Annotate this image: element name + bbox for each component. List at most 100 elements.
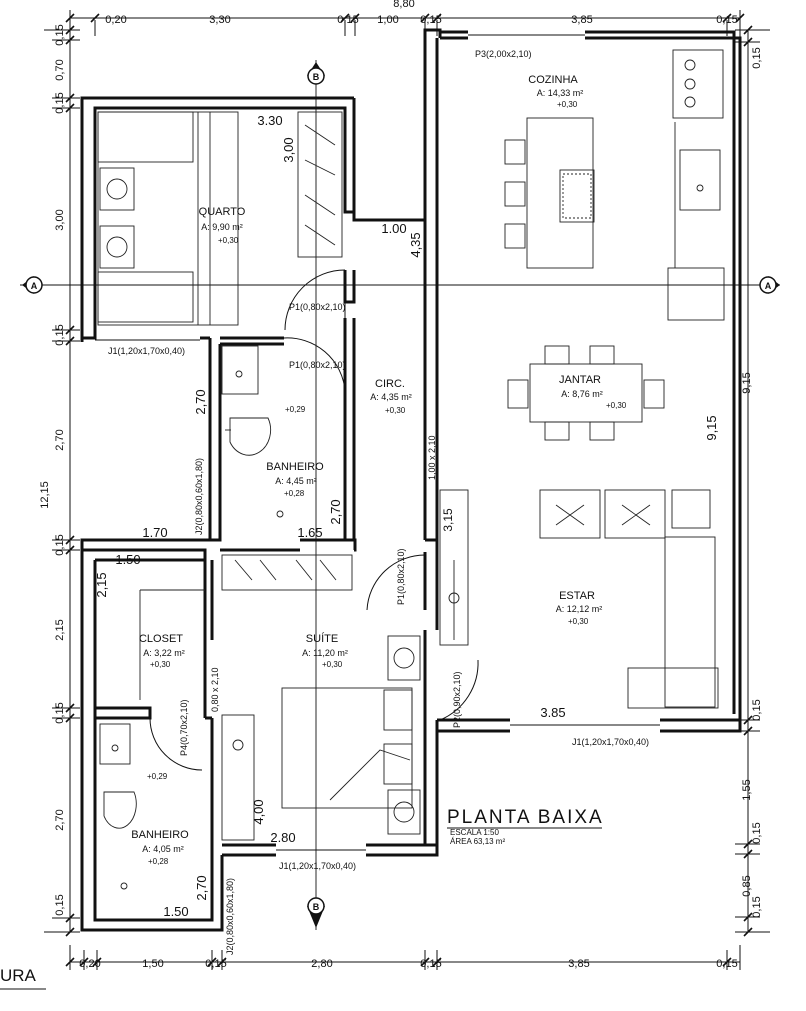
right-dim-4: 1,55 <box>741 779 753 800</box>
left-dim-10: 2,70 <box>54 809 66 830</box>
room-level-banheiro-2: +0,28 <box>148 857 169 866</box>
room-name-closet: CLOSET <box>139 633 183 645</box>
room-level-closet: +0,30 <box>150 660 171 669</box>
marker-b-bottom-label: B <box>313 902 320 912</box>
room-area-closet: A: 3,22 m² <box>143 648 185 658</box>
door-tag-p4: P4(0,70x2,10) <box>179 699 189 756</box>
door-tag-p2: P2(0,90x2,10) <box>452 671 462 728</box>
ban1-height2-dim: 2,70 <box>328 499 343 524</box>
window-tag-j1-estar: J1(1,20x1,70x0,40) <box>572 737 649 747</box>
door-tag-p1-suite: P1(0,80x2,10) <box>396 548 406 605</box>
closet-width-dim: 1.50 <box>115 552 140 567</box>
right-dim-3: 0,15 <box>751 699 763 720</box>
door-tag-p3: P3(2,00x2,10) <box>475 49 532 59</box>
bottom-dim-7: 0,15 <box>716 958 737 970</box>
ban2-height-dim: 2,70 <box>194 875 209 900</box>
room-area-jantar: A: 8,76 m² <box>561 389 603 399</box>
bottom-dim-2: 1,50 <box>142 958 163 970</box>
room-name-quarto: QUARTO <box>199 206 246 218</box>
room-level-jantar: +0,30 <box>606 401 627 410</box>
bottom-dim-5: 0,15 <box>420 958 441 970</box>
corner-title-fragment: URA <box>0 966 37 985</box>
window-tag-j2-ban1: J2(0,80x0,60x1,80) <box>194 458 204 535</box>
room-level-circ: +0,30 <box>385 406 406 415</box>
overall-width-dim: 8,80 <box>393 0 414 10</box>
suite-width-dim: 2.80 <box>270 830 295 845</box>
bottom-dim-1: 0,20 <box>79 958 100 970</box>
room-area-suite: A: 11,20 m² <box>302 648 348 658</box>
left-dim-11: 0,15 <box>54 894 66 915</box>
marker-a-left-label: A <box>31 281 38 291</box>
door-tag-p1-quarto: P1(0,80x2,10) <box>289 302 346 312</box>
drawing-area: ÁREA 63,13 m² <box>450 837 505 846</box>
window-tag-j1-quarto: J1(1,20x1,70x0,40) <box>108 346 185 356</box>
left-dim-4: 3,00 <box>54 209 66 230</box>
room-name-jantar: JANTAR <box>559 374 601 386</box>
bottom-dim-3: 0,15 <box>205 958 226 970</box>
door-tag-p1-banheiro: P1(0,80x2,10) <box>289 360 346 370</box>
room-area-cozinha: A: 14,33 m² <box>537 88 584 98</box>
left-dim-1: 0,15 <box>54 24 66 45</box>
passage-tag-circ: 1,00 x 2,10 <box>427 435 437 480</box>
room-level-cozinha: +0,30 <box>557 100 578 109</box>
window-tag-j1-suite: J1(1,20x1,70x0,40) <box>279 861 356 871</box>
room-name-cozinha: COZINHA <box>528 74 578 86</box>
right-dim-7: 0,15 <box>751 896 763 917</box>
room-level-suite: +0,30 <box>322 660 343 669</box>
right-dim-6: 0,85 <box>741 875 753 896</box>
estar-width-dim: 3.85 <box>540 705 565 720</box>
left-dim-6: 2,70 <box>54 429 66 450</box>
section-marker-b-top <box>307 62 325 85</box>
estar-height-dim: 9,15 <box>704 415 719 440</box>
top-dim-3: 0,15 <box>337 14 358 26</box>
top-dim-7: 0,15 <box>716 14 737 26</box>
section-marker-b-bottom <box>307 897 325 928</box>
right-dim-2: 9,15 <box>741 372 753 393</box>
right-dim-1: 0,15 <box>751 47 763 68</box>
top-dim-6: 3,85 <box>571 14 592 26</box>
room-area-circ: A: 4,35 m² <box>370 392 412 402</box>
room-area-banheiro-2: A: 4,05 m² <box>142 844 184 854</box>
bottom-dim-6: 3,85 <box>568 958 589 970</box>
ban1-height-dim: 2,70 <box>193 389 208 414</box>
drawing-title: PLANTA BAIXA <box>447 807 604 828</box>
bottom-dim-4: 2,80 <box>311 958 332 970</box>
room-name-banheiro-2: BANHEIRO <box>131 829 189 841</box>
left-dim-5: 0,15 <box>54 324 66 345</box>
left-dim-7: 0,15 <box>54 534 66 555</box>
room-name-banheiro-1: BANHEIRO <box>266 461 324 473</box>
left-dim-2: 0,70 <box>54 59 66 80</box>
quarto-height-dim: 3,00 <box>281 137 296 162</box>
marker-b-top-label: B <box>313 72 320 82</box>
right-dim-5: 0,15 <box>751 822 763 843</box>
suite-height-dim: 4,00 <box>251 799 266 824</box>
left-dim-9: 0,15 <box>54 702 66 723</box>
top-dim-4: 1,00 <box>377 14 398 26</box>
marker-a-right-label: A <box>765 281 772 291</box>
room-area-estar: A: 12,12 m² <box>556 604 603 614</box>
circ-width-dim: 1.00 <box>381 221 406 236</box>
quarto-width-dim: 3.30 <box>257 113 282 128</box>
left-dim-3: 0,15 <box>54 92 66 113</box>
circ-height-dim: 4,35 <box>408 232 423 257</box>
drawing-scale: ESCALA 1:50 <box>450 828 499 837</box>
room-name-estar: ESTAR <box>559 590 595 602</box>
left-wall-dim: 1.70 <box>142 525 167 540</box>
closet-height-dim: 2,15 <box>94 572 109 597</box>
passage-tag-suite: 0,80 x 2,10 <box>210 667 220 712</box>
overall-height-dim: 12,15 <box>39 481 51 509</box>
room-name-suite: SUÍTE <box>306 632 338 645</box>
sanitary-level-ban2: +0,29 <box>147 772 168 781</box>
sanitary-level-ban1: +0,29 <box>285 405 306 414</box>
room-area-quarto: A: 9,90 m² <box>201 222 243 232</box>
room-level-quarto: +0,30 <box>218 236 239 245</box>
circ-passage-dim: 3,15 <box>441 508 455 532</box>
room-level-estar: +0,30 <box>568 617 589 626</box>
room-area-banheiro-1: A: 4,45 m² <box>275 476 317 486</box>
room-name-circ: CIRC. <box>375 378 405 390</box>
top-dim-1: 0,20 <box>105 14 126 26</box>
section-marker-a-left <box>22 276 43 294</box>
window-tag-j2-ban2: J2(0,80x0,60x1,80) <box>225 878 235 955</box>
left-dim-8: 2,15 <box>54 619 66 640</box>
